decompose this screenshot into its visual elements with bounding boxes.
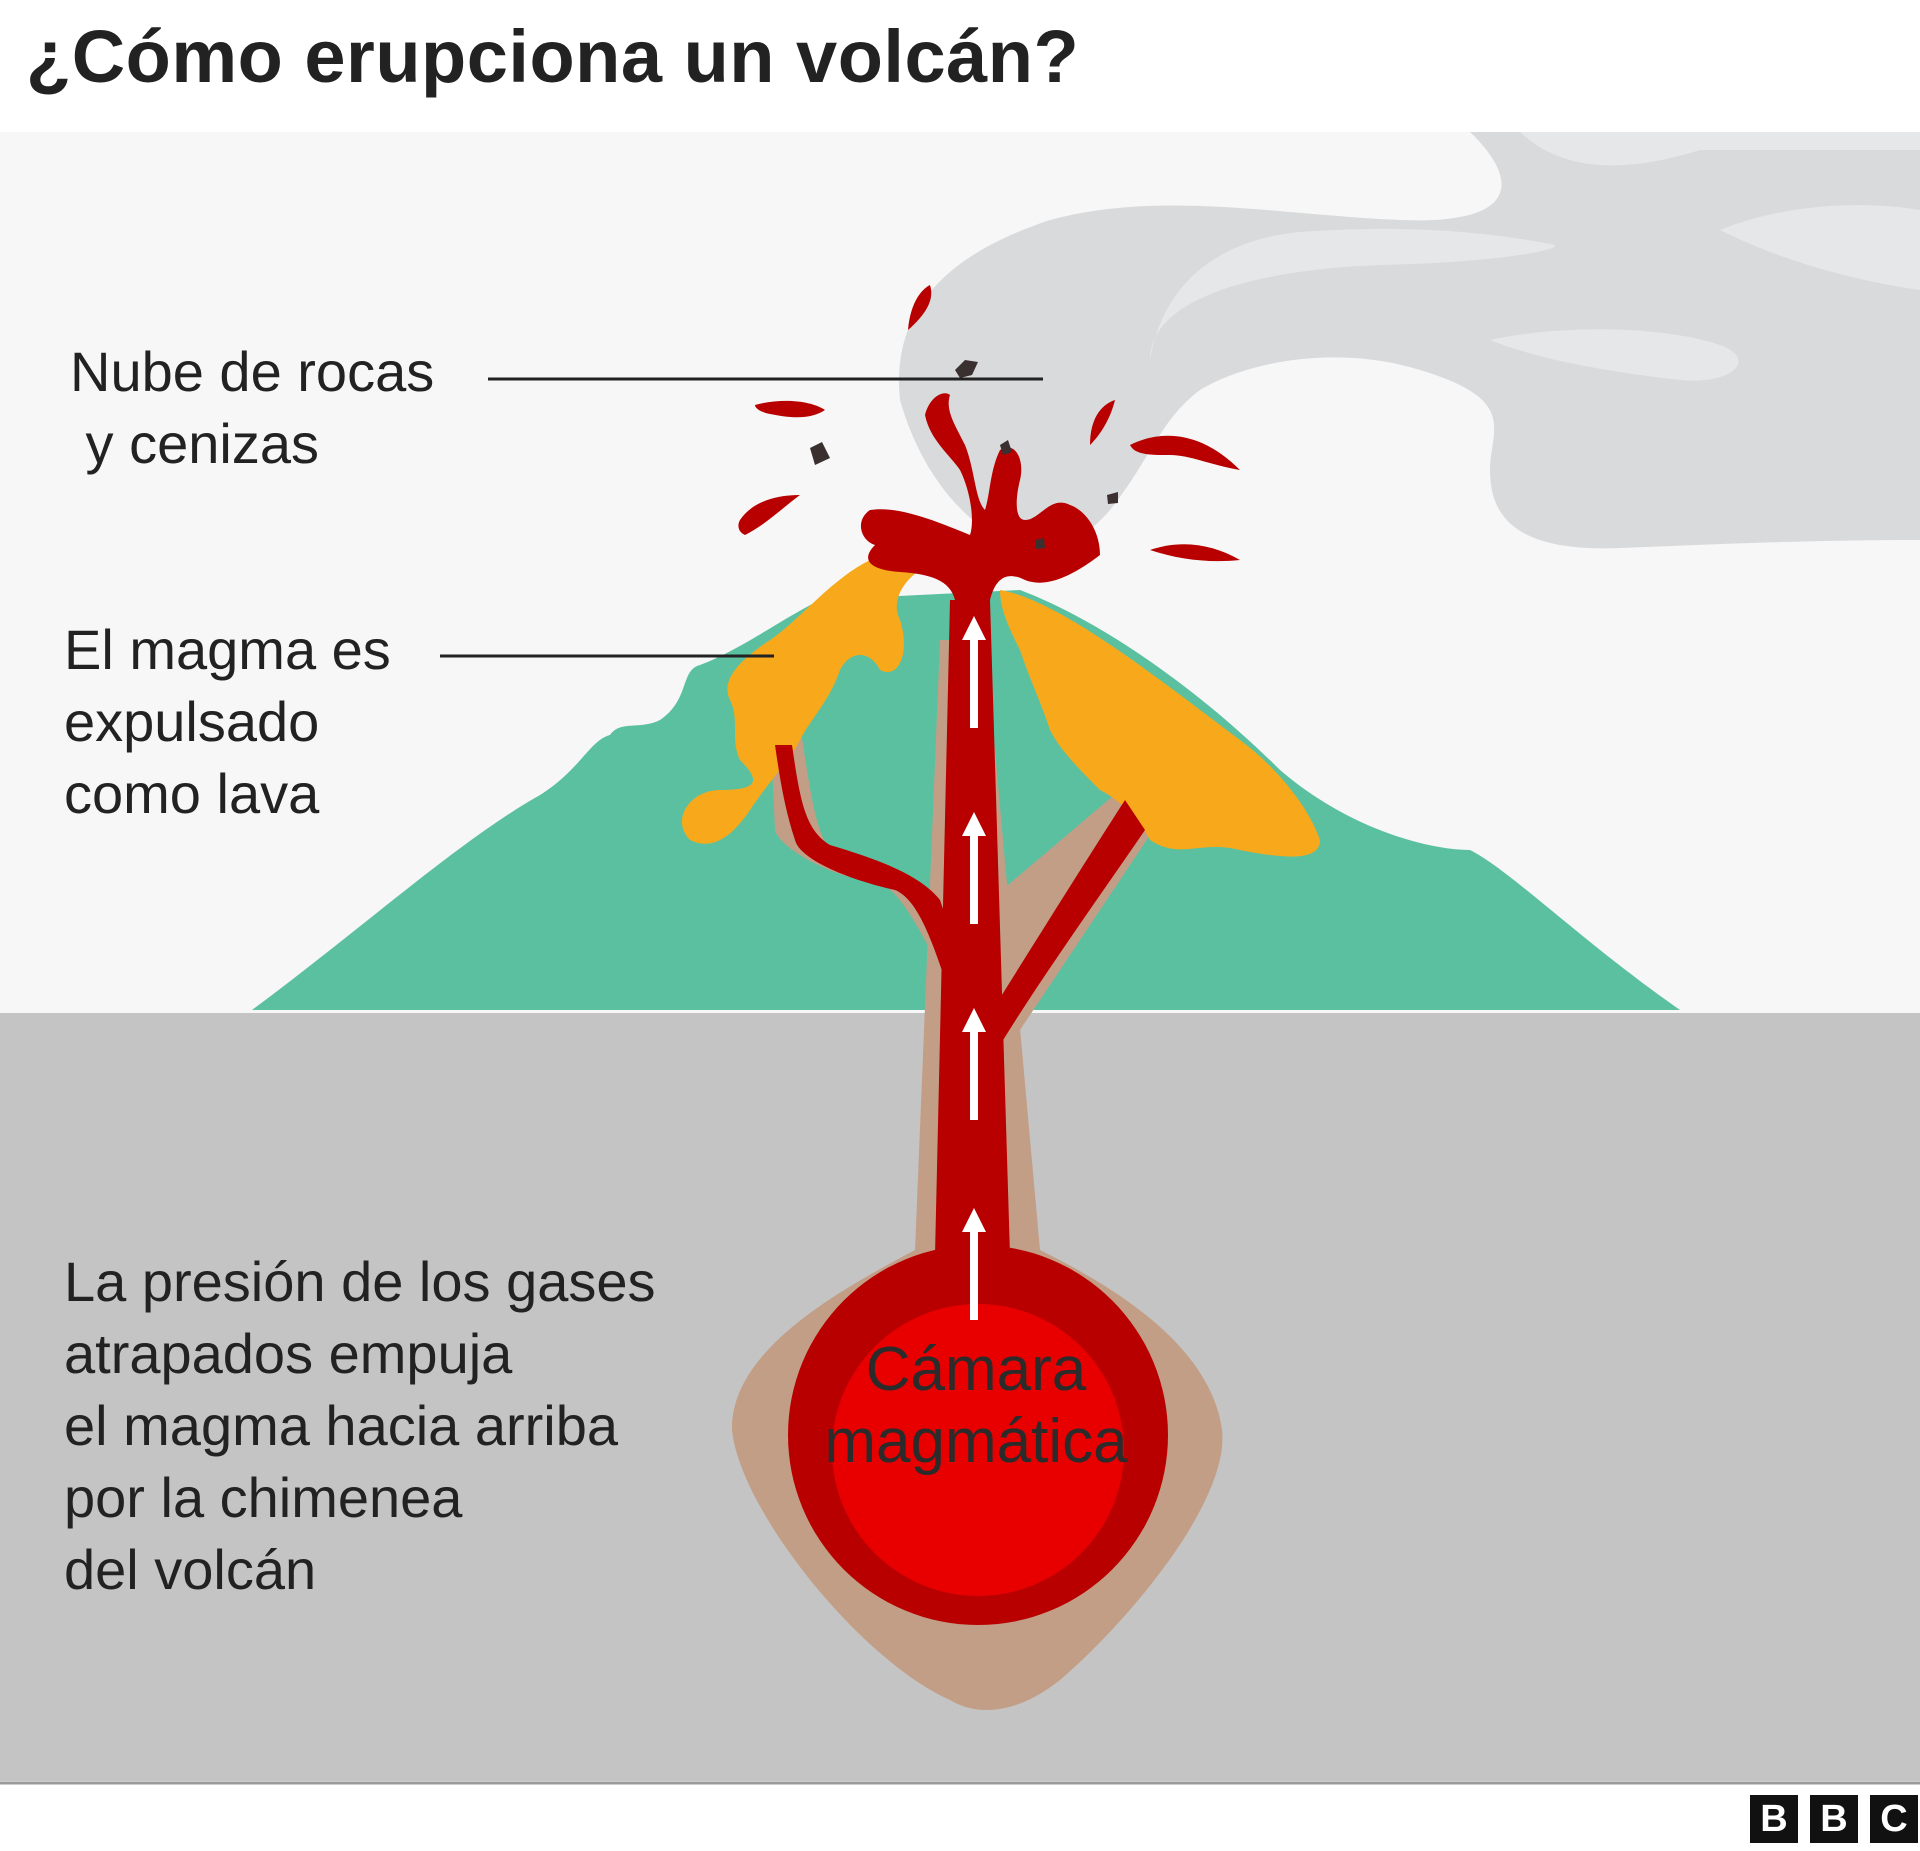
arrow-up-icon	[962, 1208, 986, 1320]
lava-droplets	[738, 285, 1240, 562]
magma-flow-arrows	[962, 616, 986, 1320]
rock-fragments	[810, 360, 1118, 549]
bbc-logo-block: B	[1750, 1795, 1798, 1843]
label-rock-ash-cloud: Nube de rocas y cenizas	[70, 336, 434, 480]
smoke-plume	[899, 132, 1920, 551]
label-gas-pressure: La presión de los gases atrapados empuja…	[64, 1246, 656, 1606]
label-line: expulsado	[64, 690, 320, 753]
lava-flows	[681, 560, 1320, 857]
arrow-up-icon	[962, 616, 986, 728]
bbc-logo: B B C	[1750, 1795, 1918, 1843]
label-line: del volcán	[64, 1538, 317, 1601]
label-magma-chamber: Cámara magmática	[780, 1334, 1172, 1478]
side-branch-right	[980, 800, 1145, 1045]
bbc-logo-block: B	[1810, 1795, 1858, 1843]
label-line: el magma hacia arriba	[64, 1394, 619, 1457]
label-line: por la chimenea	[64, 1466, 463, 1529]
arrow-up-icon	[962, 1008, 986, 1120]
label-line: Cámara	[865, 1335, 1087, 1404]
label-line: y cenizas	[70, 412, 319, 475]
arrow-up-icon	[962, 812, 986, 924]
label-line: como lava	[64, 762, 320, 825]
label-line: Nube de rocas	[70, 340, 435, 403]
label-line: magmática	[824, 1407, 1128, 1476]
page-title: ¿Cómo erupciona un volcán?	[26, 15, 1080, 98]
label-line: atrapados empuja	[64, 1322, 513, 1385]
magma-chamber-inner	[832, 1304, 1124, 1596]
label-magma-lava: El magma es expulsado como lava	[64, 614, 391, 830]
label-line: El magma es	[64, 618, 391, 681]
label-line: La presión de los gases	[64, 1250, 656, 1313]
side-branch-left	[775, 745, 960, 1000]
main-conduit	[935, 600, 1010, 1255]
bbc-logo-block: C	[1870, 1795, 1918, 1843]
